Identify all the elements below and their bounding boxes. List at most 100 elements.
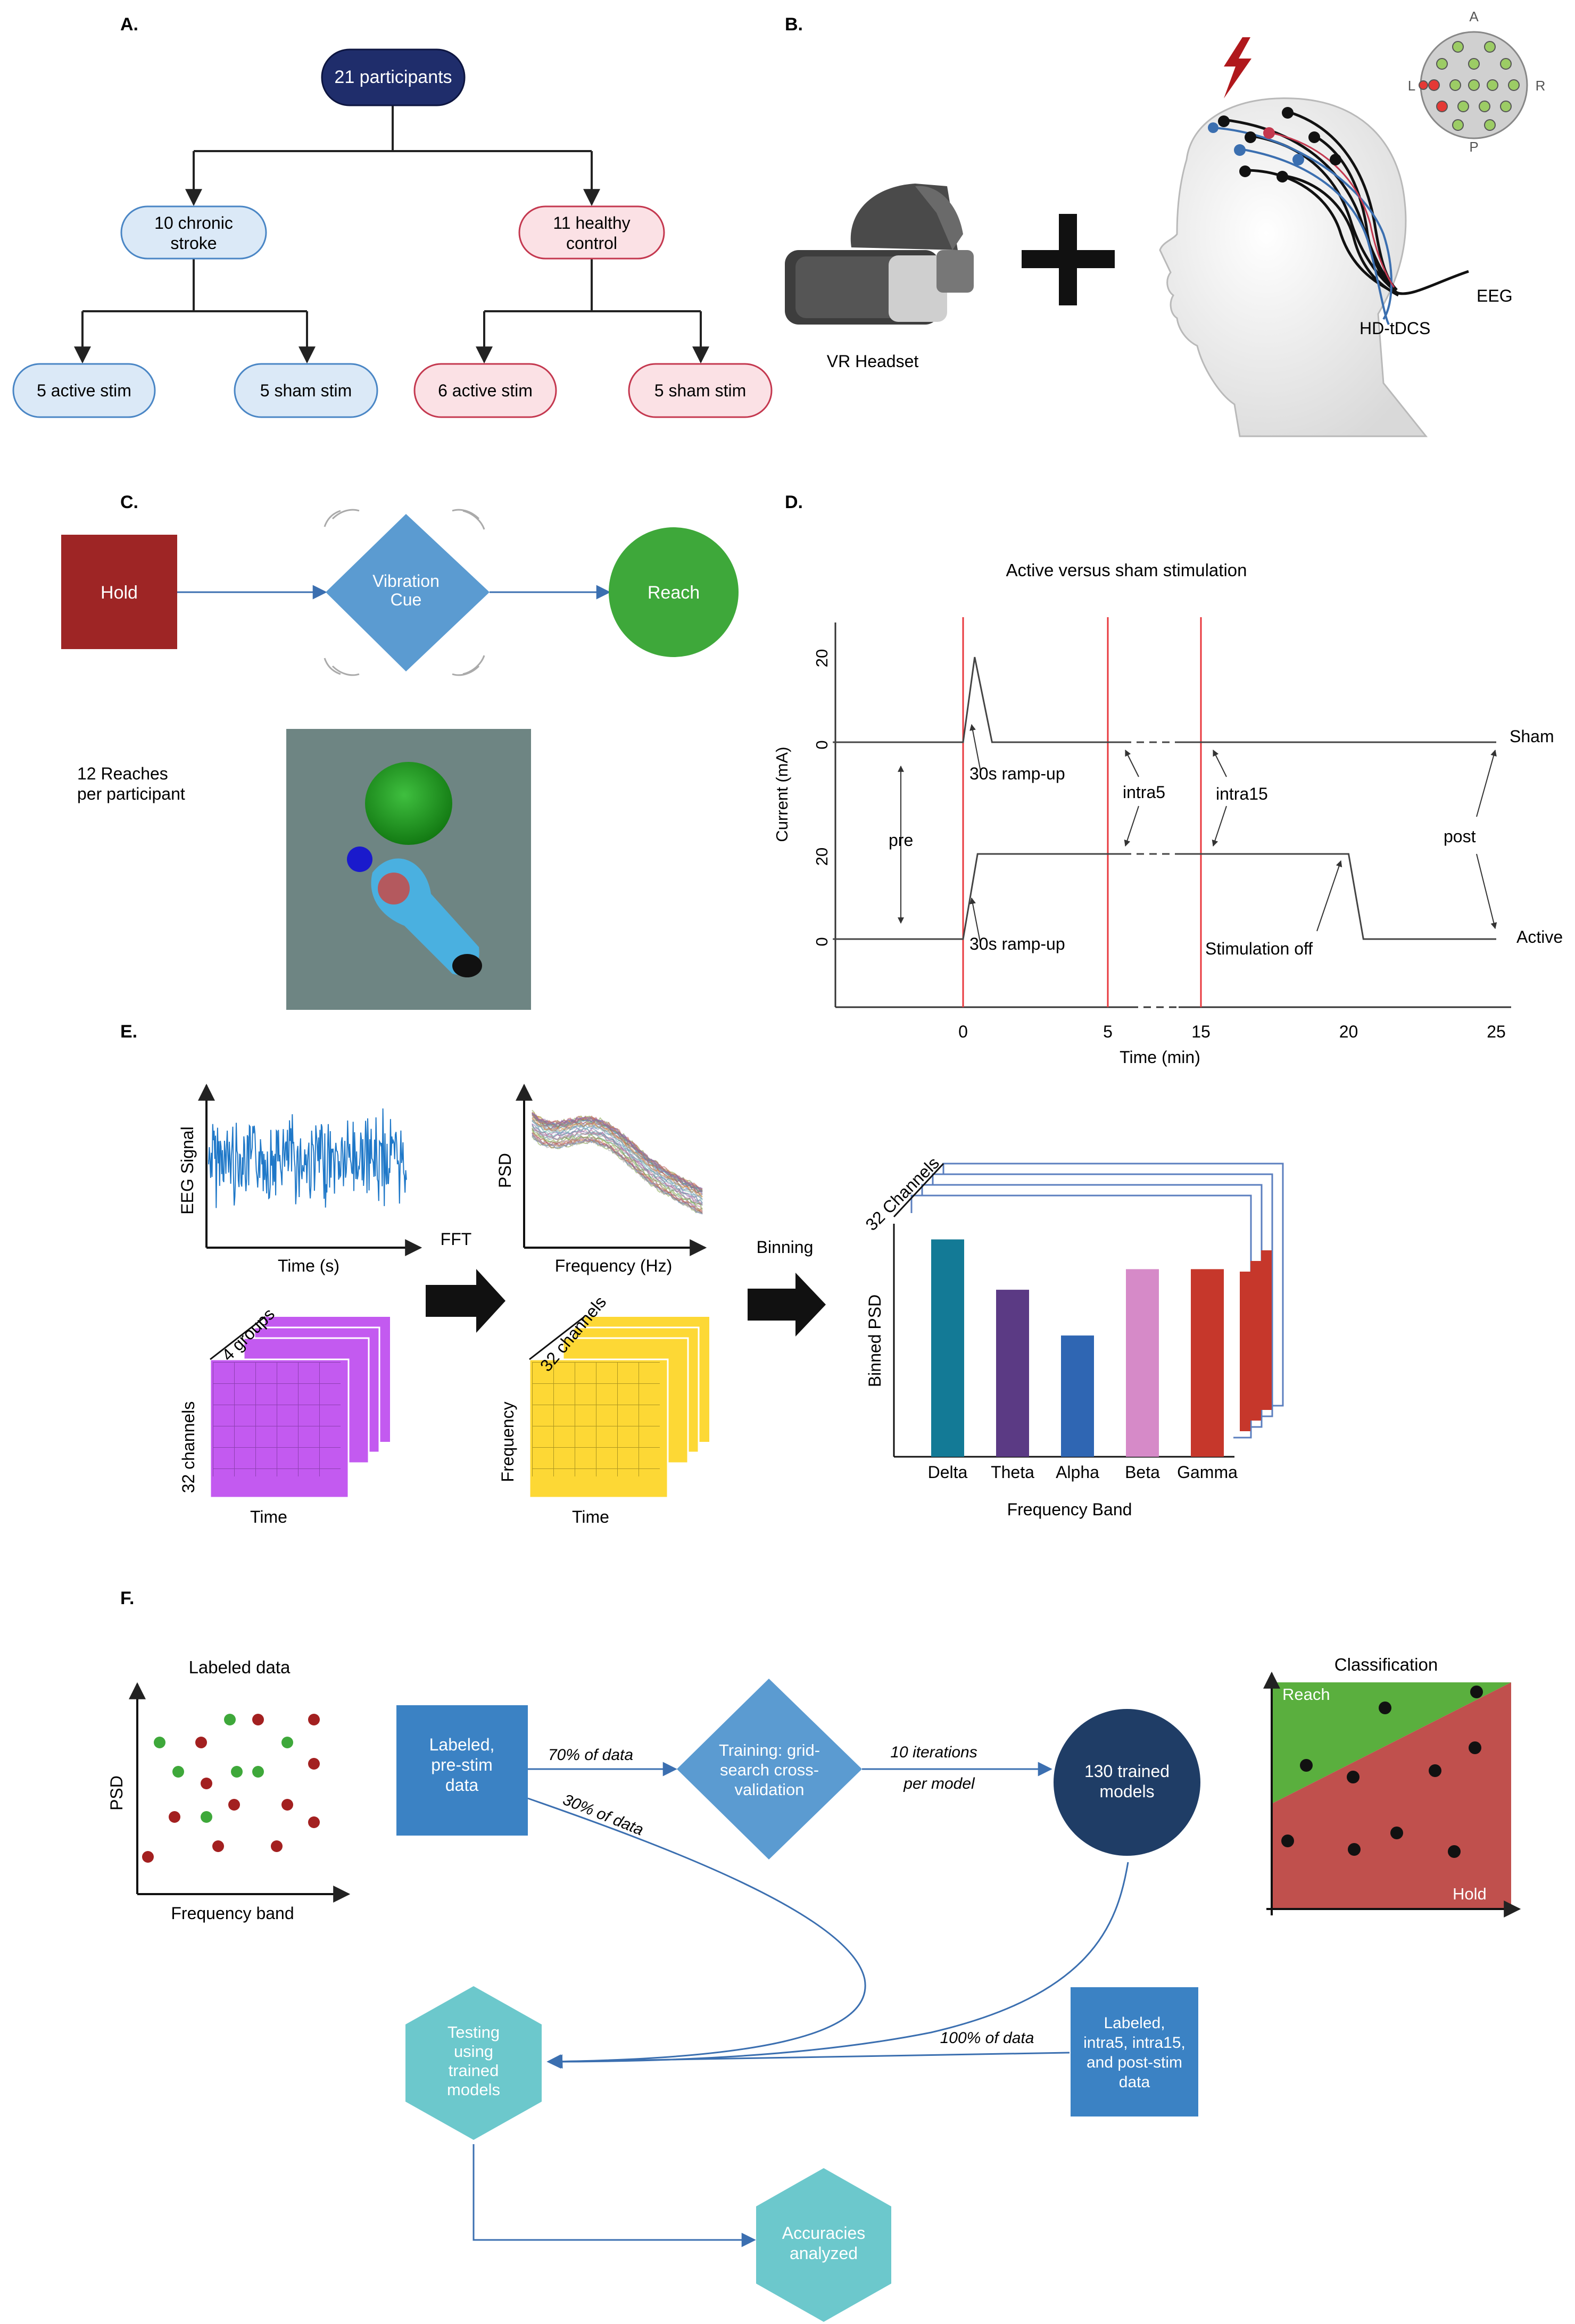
right-arrow-icon bbox=[426, 1269, 505, 1333]
x-tick-label: 0 bbox=[958, 1022, 968, 1041]
training-label-1: Training: grid- bbox=[719, 1741, 820, 1759]
electrode-montage: A L R P bbox=[1408, 9, 1546, 155]
psd-curve bbox=[532, 1112, 703, 1193]
healthy-sham-label: 5 sham stim bbox=[654, 381, 746, 400]
testing-label-1: Testing bbox=[447, 2023, 500, 2041]
healthy-label-1: 11 healthy bbox=[553, 213, 630, 233]
panel-c: C. Hold Vibration Cue Reach 12 Reaches p… bbox=[61, 492, 739, 1010]
reach-region-label: Reach bbox=[1282, 1685, 1330, 1704]
channels-label: 32 channels bbox=[179, 1401, 198, 1493]
montage-r: R bbox=[1536, 78, 1546, 94]
band-label: Theta bbox=[991, 1463, 1034, 1482]
panel-a-label: A. bbox=[120, 14, 138, 35]
psd-y-label: PSD bbox=[495, 1153, 515, 1188]
annotation-intra15: intra15 bbox=[1216, 784, 1268, 803]
cue-label-1: Vibration bbox=[372, 571, 440, 591]
y-tick-label: 0 bbox=[813, 937, 831, 946]
stroke-active-label: 5 active stim bbox=[37, 381, 131, 400]
healthy-active-label: 6 active stim bbox=[438, 381, 533, 400]
psd-curve bbox=[532, 1113, 703, 1190]
panel-d-label: D. bbox=[785, 492, 803, 512]
frequency-label: Frequency bbox=[498, 1401, 517, 1482]
psd-curve bbox=[532, 1135, 703, 1215]
band-label: Gamma bbox=[1177, 1463, 1238, 1482]
reaches-label-1: 12 Reaches bbox=[77, 764, 168, 783]
eeg-label: EEG bbox=[1477, 286, 1513, 305]
head-illustration: HD-tDCS EEG bbox=[1159, 97, 1513, 437]
psd-curve bbox=[532, 1128, 703, 1206]
annotation-post: post bbox=[1444, 827, 1476, 846]
stroke-active-node: 5 active stim bbox=[12, 363, 156, 418]
reach-label: Reach bbox=[648, 583, 700, 603]
band-label: Beta bbox=[1125, 1463, 1160, 1482]
montage-l: L bbox=[1408, 78, 1415, 94]
vr-scene-image bbox=[286, 729, 531, 1010]
healthy-label-2: control bbox=[566, 234, 617, 253]
root-node: 21 participants bbox=[321, 48, 466, 106]
band-label: Delta bbox=[928, 1463, 968, 1482]
chart-y-label: Current (mA) bbox=[773, 746, 791, 842]
band-bar-gamma bbox=[1191, 1269, 1224, 1457]
band-bar-beta bbox=[1126, 1269, 1159, 1457]
annotation-intra5: intra5 bbox=[1123, 783, 1165, 802]
prestim-label-2: pre-stim bbox=[431, 1755, 493, 1774]
vr-headset-illustration: VR Headset bbox=[785, 184, 974, 371]
panel-b-label: B. bbox=[785, 14, 803, 35]
montage-p: P bbox=[1469, 139, 1478, 155]
vr-headset-label: VR Headset bbox=[827, 352, 919, 371]
series-label-active: Active bbox=[1516, 927, 1563, 947]
y-tick-label: 0 bbox=[813, 740, 831, 749]
binning-label: Binning bbox=[757, 1238, 814, 1257]
eeg-x-label: Time (s) bbox=[278, 1256, 339, 1275]
prestim-data-box: Labeled, pre-stim data bbox=[396, 1705, 528, 1836]
panel-e-label: E. bbox=[120, 1022, 137, 1042]
testing-label-3: trained bbox=[449, 2061, 499, 2080]
annotation-stim-off: Stimulation off bbox=[1205, 939, 1313, 958]
eeg-signal-plot: EEG Signal Time (s) bbox=[178, 1083, 422, 1275]
psd-curve bbox=[532, 1125, 703, 1205]
frequency-band-axis-label: Frequency band bbox=[171, 1904, 294, 1923]
chart-series bbox=[833, 657, 1496, 940]
annotation-pre: pre bbox=[889, 831, 913, 850]
stroke-sham-label: 5 sham stim bbox=[260, 381, 352, 400]
series-line-active bbox=[833, 853, 1496, 940]
trained-label-2: models bbox=[1099, 1782, 1154, 1801]
cue-label-2: Cue bbox=[391, 590, 422, 609]
panel-d: D. Active versus sham stimulation 0 5 15 20… bbox=[773, 492, 1563, 1067]
classification-plot: Classification Reach Hold bbox=[1263, 1655, 1521, 1918]
panel-b: B. VR Headset bbox=[785, 9, 1546, 437]
x-tick-label: 25 bbox=[1487, 1022, 1506, 1041]
annotation-ramp-active: 30s ramp-up bbox=[969, 934, 1065, 953]
training-label-2: search cross- bbox=[720, 1761, 819, 1779]
trained-models-circle: 130 trained models bbox=[1054, 1709, 1200, 1856]
chart-title: Active versus sham stimulation bbox=[1006, 560, 1247, 580]
series-label-sham: Sham bbox=[1510, 727, 1554, 746]
testing-label-2: using bbox=[454, 2042, 493, 2061]
root-label: 21 participants bbox=[334, 67, 452, 87]
psd-x-label: Frequency (Hz) bbox=[555, 1256, 673, 1275]
band-bar-alpha bbox=[1061, 1335, 1094, 1457]
poststim-label-1: Labeled, bbox=[1104, 2014, 1165, 2032]
y-tick-label: 20 bbox=[813, 649, 831, 667]
psd-curve bbox=[532, 1120, 703, 1201]
x-tick-label: 5 bbox=[1103, 1022, 1113, 1041]
x-tick-label: 15 bbox=[1191, 1022, 1211, 1041]
lightning-icon bbox=[1224, 37, 1251, 98]
classification-title: Classification bbox=[1334, 1655, 1438, 1674]
psd-curve bbox=[532, 1119, 703, 1200]
hold-label: Hold bbox=[101, 583, 138, 603]
band-bar-theta bbox=[996, 1290, 1029, 1457]
labeled-data-title: Labeled data bbox=[189, 1657, 291, 1677]
eeg-y-label: EEG Signal bbox=[178, 1126, 197, 1214]
reaches-label-2: per participant bbox=[77, 784, 185, 803]
poststim-label-3: and post-stim bbox=[1087, 2054, 1182, 2071]
poststim-data-box: Labeled, intra5, intra15, and post-stim … bbox=[1071, 1987, 1198, 2116]
prestim-label-1: Labeled, bbox=[429, 1735, 495, 1754]
fft-label: FFT bbox=[441, 1230, 472, 1249]
healthy-sham-node: 5 sham stim bbox=[628, 363, 773, 418]
trained-label-1: 130 trained bbox=[1084, 1762, 1170, 1781]
plus-icon bbox=[1022, 214, 1115, 305]
